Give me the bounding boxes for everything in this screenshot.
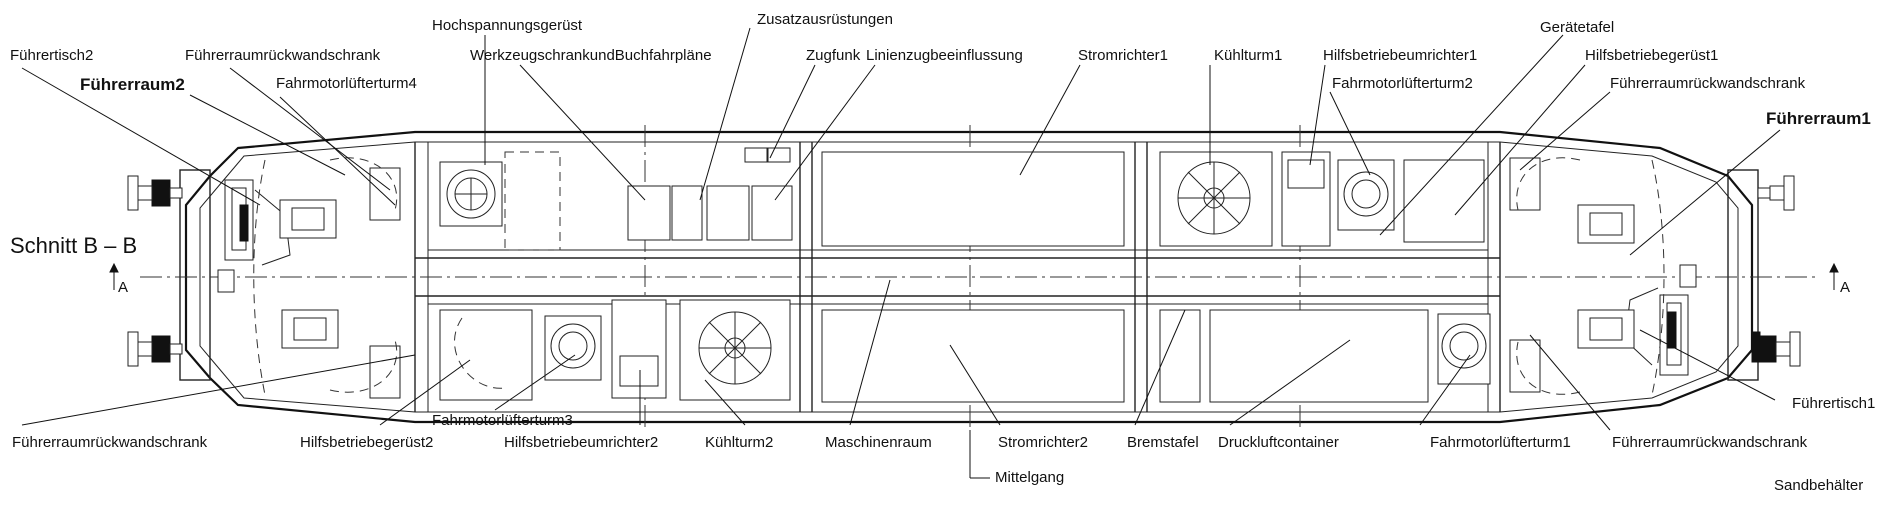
label-zugfunk: Zugfunk: [806, 47, 861, 64]
label-fahrmotorluefterturm1: Fahrmotorlüfterturm1: [1430, 434, 1571, 451]
label-werkzeugschrank: WerkzeugschrankundBuchfahrpläne: [470, 47, 712, 64]
auxiliary-frame-1: [1403, 159, 1485, 243]
label-hilfsbetriebegeruest2: Hilfsbetriebegerüst2: [300, 434, 433, 451]
cab1-end-frame: [1727, 169, 1759, 381]
label-hilfsbetriebeumrichter2: Hilfsbetriebeumrichter2: [504, 434, 658, 451]
cab2-end-frame: [179, 169, 211, 381]
label-fahrmotorluefterturm3: Fahrmotorlüfterturm3: [432, 412, 573, 429]
section-markers: [109, 262, 1839, 290]
label-fuehrerraum2: Führerraum2: [80, 75, 185, 94]
label-sandbehaelter: Sandbehälter: [1774, 477, 1863, 494]
converter-2: [821, 309, 1125, 403]
label-hochspannungsgeruest: Hochspannungsgerüst: [432, 17, 583, 34]
cooling-tower-1: [1159, 151, 1273, 247]
label-fuehrertisch2: Führertisch2: [10, 47, 93, 64]
additional-equipment: [706, 185, 750, 241]
section-marker-left: A: [118, 279, 128, 296]
rear-wall-cabinet-2-bottom: [369, 345, 401, 399]
label-mittelgang: Mittelgang: [995, 469, 1064, 486]
upper-equipment: [439, 147, 1485, 251]
compressed-air-container: [1209, 309, 1429, 403]
label-druckluftcontainer: Druckluftcontainer: [1218, 434, 1339, 451]
leader-lines: [21, 27, 1781, 479]
tool-cabinet: [627, 185, 671, 241]
label-hilfsbetriebeumrichter1: Hilfsbetriebeumrichter1: [1323, 47, 1477, 64]
buffers: [127, 175, 1801, 367]
label-bremstafel: Bremstafel: [1127, 434, 1199, 451]
label-stromrichter2: Stromrichter2: [998, 434, 1088, 451]
label-kuehlturm2: Kühlturm2: [705, 434, 773, 451]
label-maschinenraum: Maschinenraum: [825, 434, 932, 451]
cab-1: [1509, 157, 1761, 396]
traction-motor-fan-tower-1: [1437, 313, 1491, 385]
body-outline: [184, 130, 1754, 424]
cab-2: [217, 157, 401, 399]
buffer-head: [151, 335, 171, 363]
locomotive-body: [140, 125, 1820, 430]
lzb-cabinet: [751, 185, 793, 241]
label-fuehrertisch1: Führertisch1: [1792, 395, 1875, 412]
label-linienzugbeeinflussung: Linienzugbeeinflussung: [866, 47, 1023, 64]
rear-wall-cabinet-2-top: [369, 167, 401, 221]
section-marker-right: A: [1840, 279, 1850, 296]
labels: Hochspannungsgerüst Zusatzausrüstungen G…: [10, 11, 1875, 494]
radio-unit: [744, 147, 768, 163]
label-fuehrerraumrueckwandschrank-top-left: Führerraumrückwandschrank: [185, 47, 381, 64]
converter-1: [821, 151, 1125, 247]
label-zusatzausruestungen: Zusatzausrüstungen: [757, 11, 893, 28]
label-fuehrerraumrueckwandschrank-bottom-left: Führerraumrückwandschrank: [12, 434, 208, 451]
label-fuehrerraumrueckwandschrank-top-right: Führerraumrückwandschrank: [1610, 75, 1806, 92]
traction-motor-fan-tower-2: [1337, 159, 1395, 231]
body-inner-outline: [199, 141, 1739, 413]
rear-wall-cabinet-1-top: [1509, 157, 1541, 211]
section-title: Schnitt B – B: [10, 233, 137, 258]
brake-panel: [1159, 309, 1201, 403]
label-fuehrerraumrueckwandschrank-bottom-right: Führerraumrückwandschrank: [1612, 434, 1808, 451]
label-geraetetafel: Gerätetafel: [1540, 19, 1614, 36]
label-fuehrerraum1: Führerraum1: [1766, 109, 1871, 128]
high-voltage-frame: [504, 151, 561, 251]
label-kuehlturm1: Kühlturm1: [1214, 47, 1282, 64]
label-stromrichter1: Stromrichter1: [1078, 47, 1168, 64]
rear-wall-cabinet-1-bottom: [1509, 339, 1541, 393]
label-hilfsbetriebegeruest1: Hilfsbetriebegerüst1: [1585, 47, 1718, 64]
label-fahrmotorluefterturm2: Fahrmotorlüfterturm2: [1332, 75, 1473, 92]
lower-equipment: [439, 299, 1491, 403]
label-fahrmotorluefterturm4: Fahrmotorlüfterturm4: [276, 75, 417, 92]
auxiliary-frame-2: [439, 309, 533, 401]
driver-seat-2: [279, 199, 337, 239]
buffer-head: [151, 179, 171, 207]
